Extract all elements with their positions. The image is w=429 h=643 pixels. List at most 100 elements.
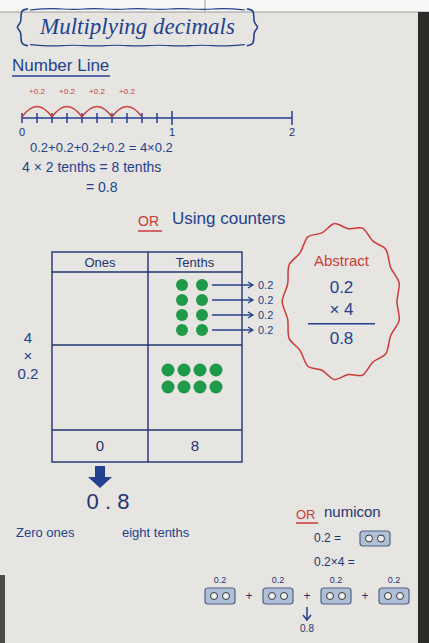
row-value: 0.2	[258, 325, 273, 336]
numicon-hole	[339, 593, 346, 600]
photo-edge	[0, 575, 5, 643]
counter	[178, 364, 191, 377]
counter	[194, 364, 207, 377]
counter	[178, 381, 191, 394]
scroll-edge	[30, 45, 245, 46]
or-label: OR	[296, 508, 316, 521]
equation: = 0.8	[86, 180, 118, 194]
numicon-body	[379, 588, 409, 604]
cloud-heading: Abstract	[314, 252, 369, 270]
jump-label: +0.2	[89, 88, 105, 96]
plus-sign: +	[245, 590, 252, 602]
numicon-hole	[211, 593, 218, 600]
page-strip	[0, 0, 429, 12]
table-row-line	[52, 344, 242, 345]
tick	[81, 113, 83, 123]
table-cell: 0	[96, 438, 104, 453]
scroll-edge	[30, 9, 245, 10]
counter	[196, 294, 208, 306]
photo-edge	[418, 12, 429, 643]
tick	[171, 111, 173, 125]
row-arrow	[212, 327, 253, 333]
jump-arc	[112, 107, 142, 118]
table-row-line	[52, 429, 242, 430]
jump-label: +0.2	[59, 88, 75, 96]
jump-arcs	[22, 107, 142, 118]
numicon-hole	[327, 593, 334, 600]
numicon-hole	[378, 535, 385, 542]
equation: 4 × 2 tenths = 8 tenths	[22, 160, 161, 174]
numicon-hole	[223, 593, 230, 600]
counter	[196, 309, 208, 321]
or-label: OR	[138, 214, 159, 228]
piece-label: 0.2	[388, 576, 401, 585]
tick	[156, 113, 158, 123]
factor-label: ×	[24, 348, 33, 363]
piece-label: 0.2	[214, 576, 227, 585]
piece-label: 0.2	[330, 576, 343, 585]
strip-divider	[205, 0, 206, 12]
row-arrow	[212, 297, 253, 303]
jump-arc	[52, 107, 82, 118]
table-header: Ones	[84, 256, 115, 269]
counter	[176, 279, 188, 291]
numicon-hole	[281, 593, 288, 600]
row-arrows	[212, 282, 253, 333]
place-note: Zero ones	[16, 526, 75, 539]
place-note: eight tenths	[122, 526, 189, 539]
strip-border	[0, 12, 429, 13]
table-frame	[52, 252, 242, 462]
plus-sign: +	[303, 590, 310, 602]
counter	[210, 364, 223, 377]
tick-label: 2	[289, 127, 295, 138]
tick	[291, 111, 293, 125]
row-arrow	[212, 282, 253, 288]
answer-line	[308, 323, 375, 324]
numicon-body	[263, 588, 293, 604]
row-value: 0.2	[258, 310, 273, 321]
counter	[194, 381, 207, 394]
row-arrow	[212, 312, 253, 318]
tick-label: 0	[19, 127, 25, 138]
row-value: 0.2	[258, 280, 273, 291]
numicon-row	[205, 588, 409, 604]
title-scroll: Multiplying decimals	[14, 8, 261, 47]
plus-sign: +	[361, 590, 368, 602]
section-heading: Using counters	[172, 210, 285, 227]
factor-label: 0.2	[18, 366, 39, 381]
counter	[196, 279, 208, 291]
factor-label: 4	[24, 330, 32, 345]
underline	[296, 522, 318, 524]
numicon-hole	[397, 593, 404, 600]
numicon-body	[360, 531, 390, 546]
brace	[17, 9, 28, 46]
answer: 0.8	[300, 624, 314, 634]
jump-arc	[82, 107, 112, 118]
section-heading: numicon	[324, 504, 381, 519]
calculation-line: 0.2	[314, 278, 369, 298]
numicon-body	[205, 588, 235, 604]
title-text: Multiplying decimals	[40, 13, 235, 41]
table-row-line	[52, 271, 242, 272]
underline	[138, 230, 162, 232]
tick	[36, 113, 38, 123]
counter	[176, 294, 188, 306]
equation: 0.2+0.2+0.2+0.2 = 4×0.2	[30, 141, 173, 154]
table-cell: 8	[191, 438, 199, 453]
jump-label: +0.2	[119, 88, 135, 96]
piece-label: 0.2	[272, 576, 285, 585]
abstract-cloud: Abstract0.2× 40.8	[292, 236, 391, 367]
counters	[162, 279, 223, 394]
down-arrow	[303, 607, 311, 620]
counter	[162, 381, 175, 394]
row-value: 0.2	[258, 295, 273, 306]
down-arrow	[88, 466, 112, 488]
counter	[176, 324, 188, 336]
equation: 0.2 =	[314, 532, 341, 544]
counter	[210, 381, 223, 394]
numicon-hole	[366, 535, 373, 542]
numicon-hole	[269, 593, 276, 600]
tick-label: 1	[169, 127, 175, 138]
